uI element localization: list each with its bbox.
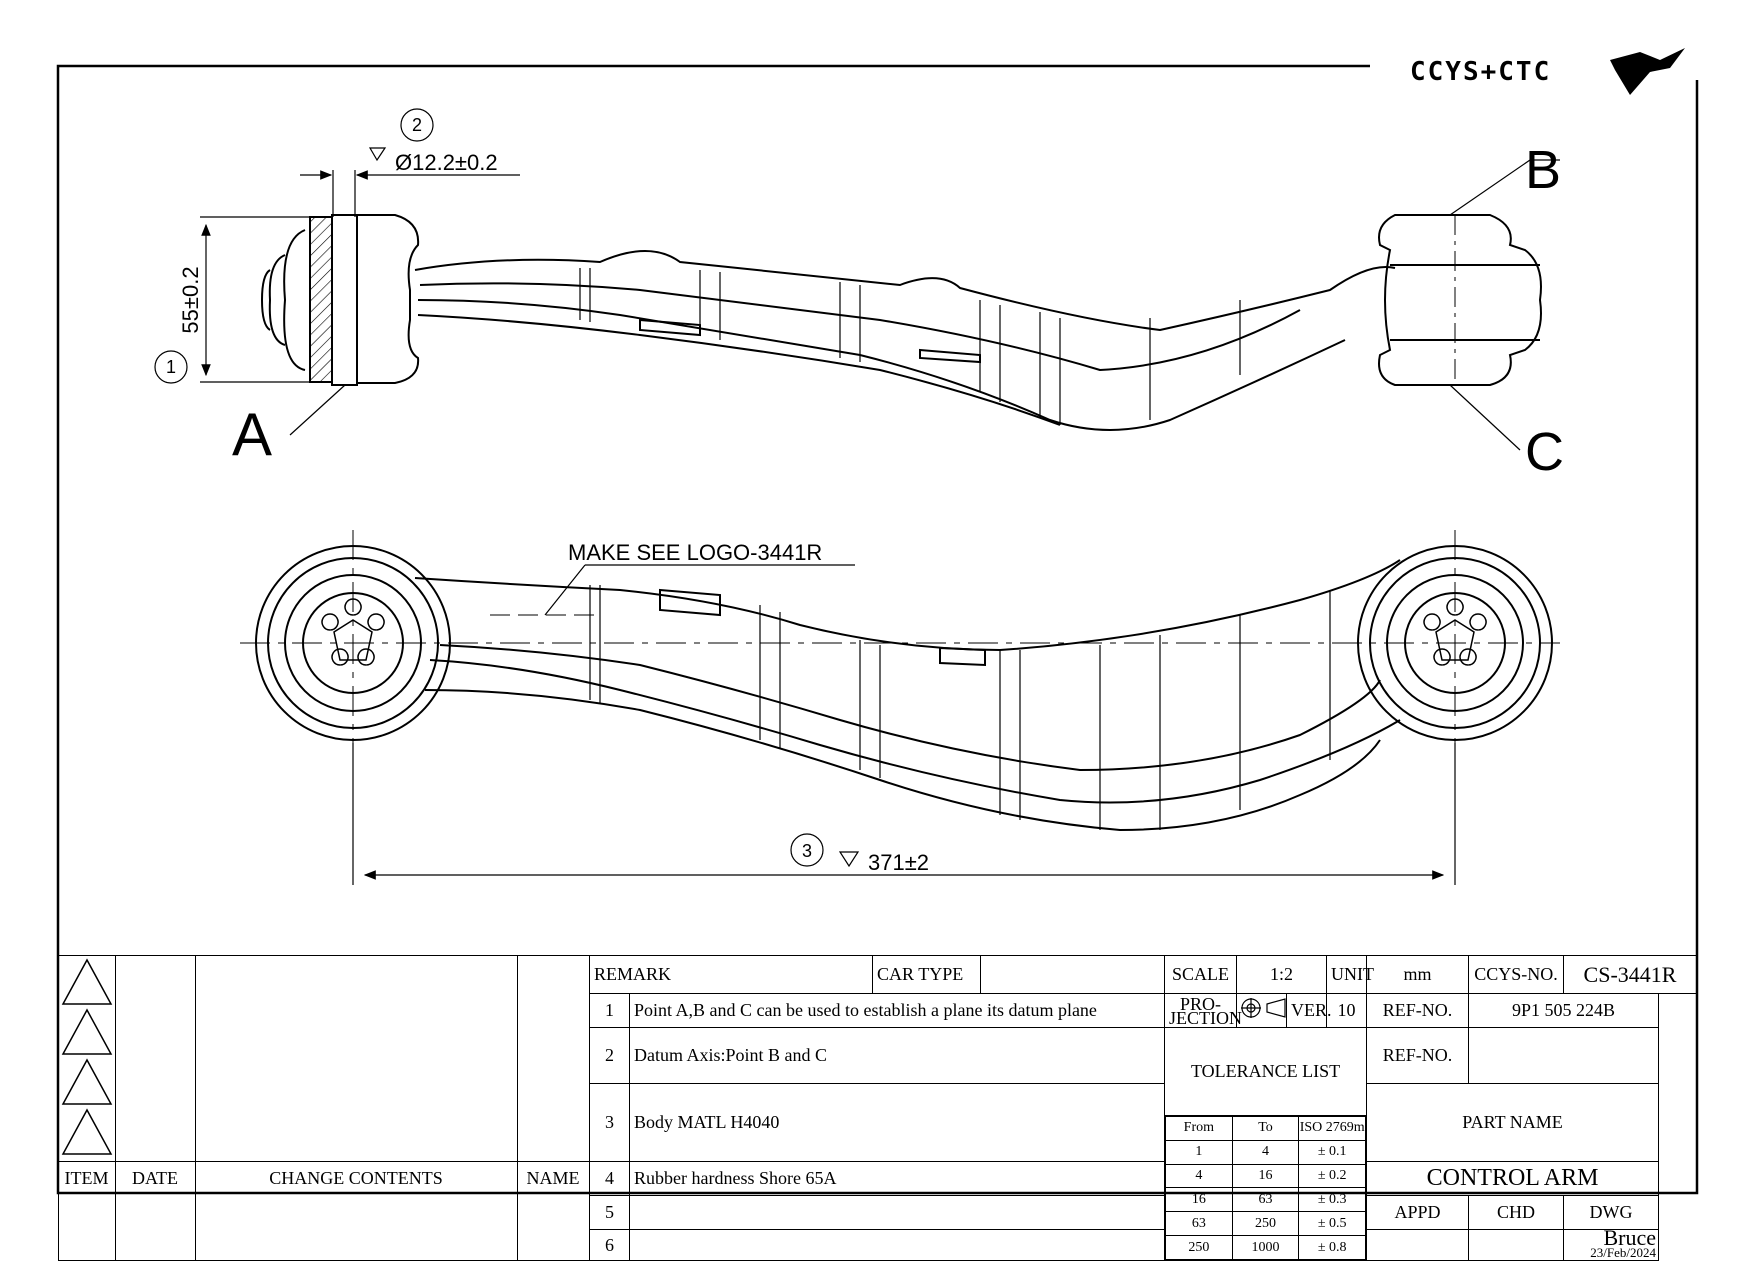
dwg-value: Bruce [1603, 1225, 1657, 1250]
appd-label: APPD [1366, 1195, 1470, 1230]
dim3-number: 3 [802, 841, 812, 861]
remark-4: Rubber hardness Shore 65A [628, 1161, 1166, 1196]
dimension-2 [300, 108, 520, 217]
point-c-label: C [1525, 422, 1564, 482]
dim2-value: Ø12.2±0.2 [395, 150, 498, 175]
chd-label: CHD [1468, 1195, 1565, 1230]
dim3-value: 371±2 [868, 850, 929, 875]
ref-no2-label: REF-NO. [1366, 1027, 1470, 1084]
unit-label: UNIT [1326, 955, 1374, 994]
title-block: REMARK CAR TYPE SCALE 1:2 UNIT mm CCYS-N… [58, 955, 1697, 1261]
ccys-no-label: CCYS-NO. [1468, 955, 1565, 994]
scale-label: SCALE [1164, 955, 1238, 994]
remark-3: Body MATL H4040 [628, 1083, 1166, 1162]
dim2-number: 2 [412, 115, 422, 135]
ref-no-label: REF-NO. [1366, 993, 1470, 1028]
scale-value: 1:2 [1236, 955, 1328, 994]
date-value: 23/Feb/2024 [1590, 1245, 1657, 1260]
svg-text:CCYS+CTC: CCYS+CTC [1410, 57, 1551, 87]
revision-headers: ITEM DATE CHANGE CONTENTS NAME [64, 1167, 580, 1188]
company-logo: CCYS+CTC [1410, 48, 1685, 95]
remark-2: Datum Axis:Point B and C [628, 1027, 1166, 1084]
dim1-number: 1 [166, 357, 176, 377]
ref-no-value: 9P1 505 224B [1468, 993, 1660, 1028]
part-name-value: CONTROL ARM [1366, 1161, 1660, 1196]
ccys-no-value: CS-3441R [1563, 955, 1697, 994]
logo-note: MAKE SEE LOGO-3441R [568, 540, 822, 565]
projection-symbol [1236, 993, 1288, 1028]
part-name-label: PART NAME [1366, 1083, 1660, 1162]
remark-1: Point A,B and C can be used to establish… [628, 993, 1166, 1028]
unit-value: mm [1366, 955, 1470, 994]
point-b-label: B [1525, 140, 1561, 200]
revision-triangles [58, 955, 116, 1162]
remark-header: REMARK [588, 955, 874, 994]
tolerance-title: TOLERANCE LIST [1164, 1027, 1368, 1116]
dim1-value: 55±0.2 [178, 266, 203, 333]
dimension-1 [154, 216, 310, 384]
side-view [260, 214, 1542, 431]
car-type-label: CAR TYPE [872, 955, 982, 994]
point-a-label: A [232, 401, 272, 468]
dwg-label: DWG [1563, 1195, 1660, 1230]
projection-label: PRO-JECTION [1164, 993, 1242, 1028]
dimension-3 [352, 743, 1456, 885]
ver-value: 10 [1326, 993, 1368, 1028]
ver-label: VER. [1286, 993, 1332, 1028]
plan-view [240, 530, 1560, 880]
